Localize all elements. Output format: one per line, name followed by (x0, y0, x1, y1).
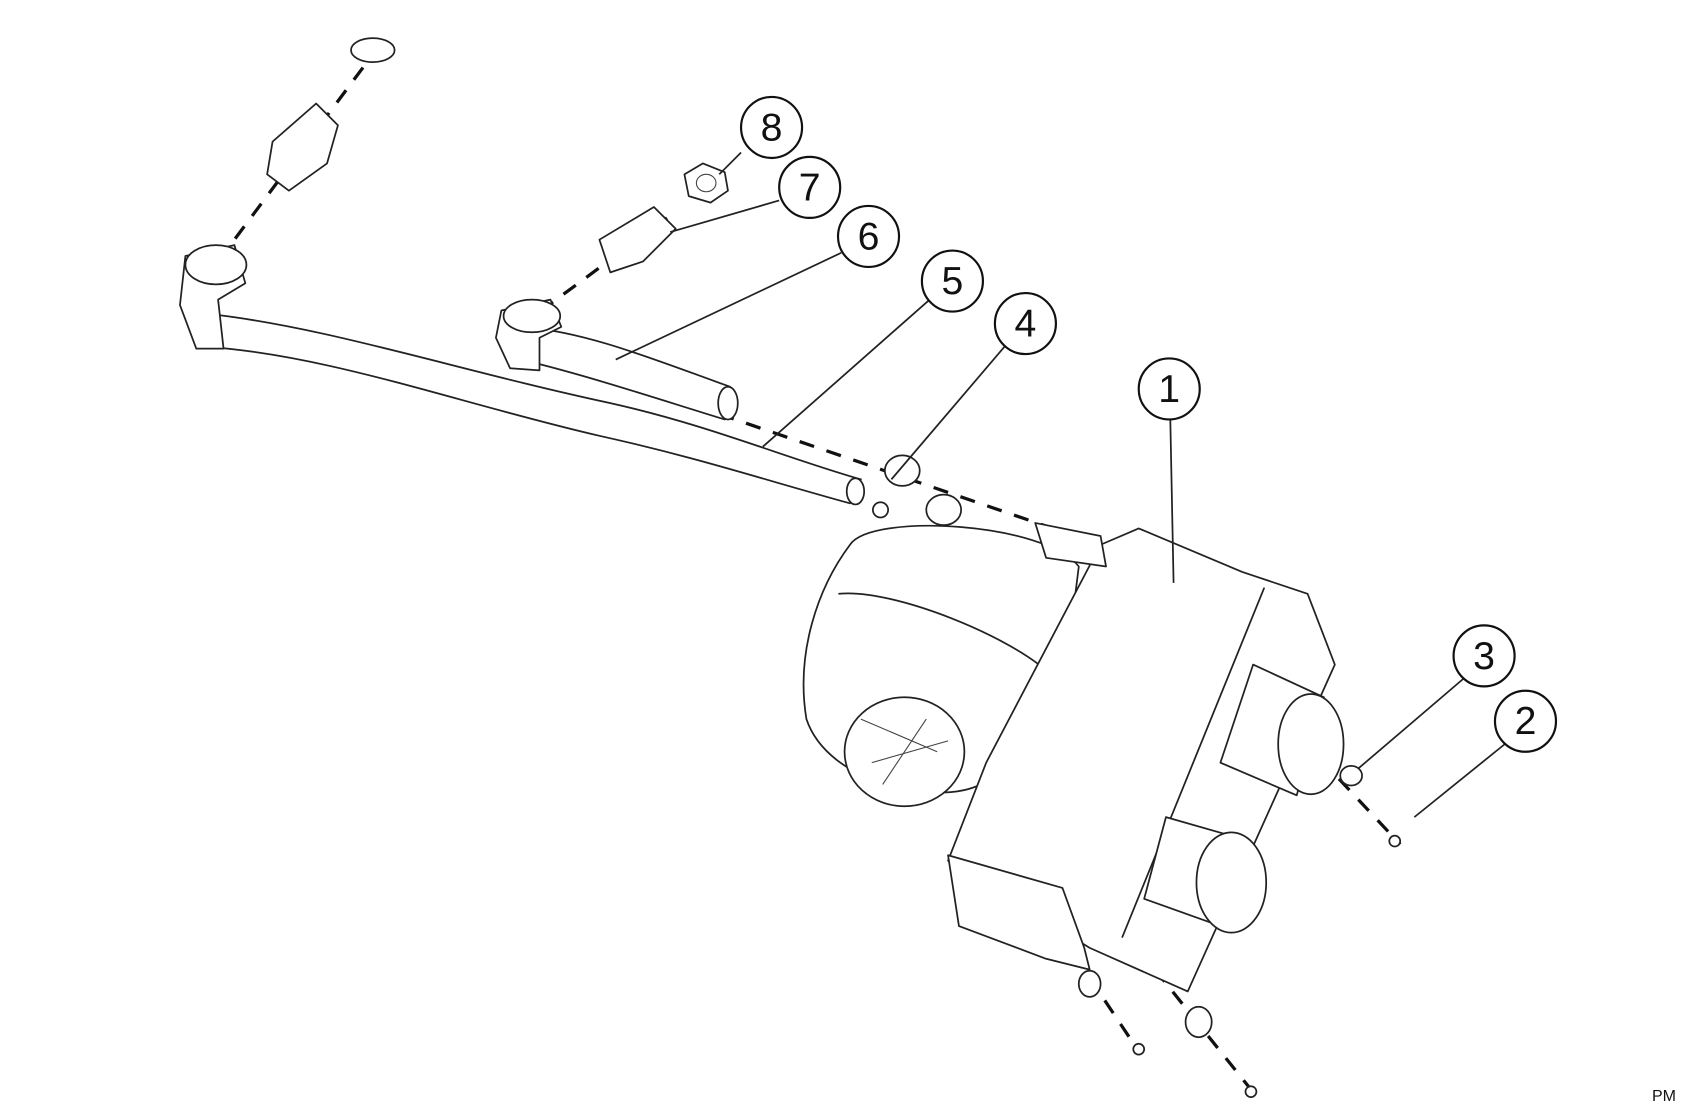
heater-unit (802, 522, 1402, 1098)
callout-number: 3 (1473, 634, 1495, 678)
callout-2: 2 (1413, 689, 1558, 818)
callout-5: 5 (762, 249, 985, 448)
callout-3: 3 (1358, 624, 1516, 769)
clamps-4 (872, 454, 962, 527)
callout-number: 1 (1158, 367, 1180, 411)
connector-7 (598, 206, 677, 274)
hose-short (520, 325, 739, 421)
callout-number: 2 (1515, 699, 1537, 743)
callout-8: 8 (718, 95, 804, 175)
callout-number: 5 (942, 259, 964, 303)
corner-label: PM (1652, 1088, 1676, 1105)
top-left-connector (266, 37, 396, 192)
callout-number: 8 (761, 105, 783, 149)
callout-4: 4 (890, 291, 1058, 480)
callout-number: 6 (858, 214, 880, 258)
callout-6: 6 (615, 204, 901, 361)
callout-number: 7 (799, 165, 821, 209)
nut-8 (683, 162, 729, 204)
callout-1: 1 (1137, 357, 1201, 583)
callout-number: 4 (1015, 302, 1037, 346)
elbow-fitting-right (495, 298, 563, 372)
elbow-fitting-left (179, 244, 248, 350)
hose-long (200, 312, 866, 506)
callout-7: 7 (669, 155, 842, 233)
